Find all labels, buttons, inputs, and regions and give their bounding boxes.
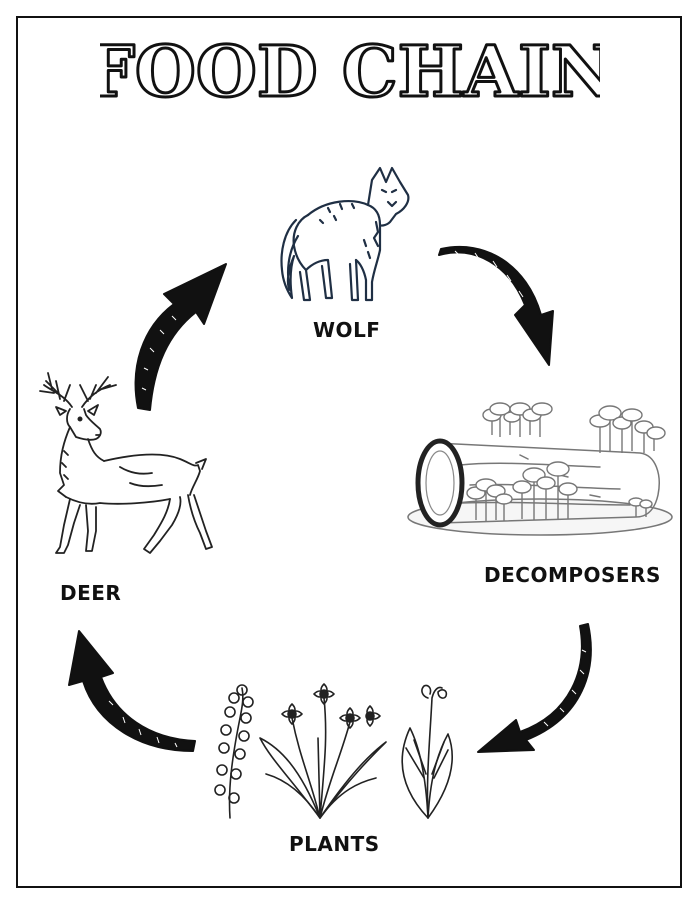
label-wolf: WOLF xyxy=(313,318,381,342)
arrow-deer-to-wolf xyxy=(134,263,227,411)
mushroom-log-icon xyxy=(407,402,673,536)
label-deer: DEER xyxy=(60,581,122,605)
arrow-decomposers-to-plants xyxy=(477,623,592,753)
arrow-plants-to-deer xyxy=(68,630,196,752)
title-text: FOOD CHAIN xyxy=(100,30,600,108)
arrow-wolf-to-decomposers xyxy=(438,245,554,366)
wolf-icon xyxy=(280,166,410,302)
deer-icon xyxy=(39,372,213,554)
page-title: FOOD CHAIN xyxy=(100,29,600,109)
label-plants: PLANTS xyxy=(289,832,380,856)
wildflowers-icon xyxy=(214,683,454,819)
label-decomposers: DECOMPOSERS xyxy=(484,563,661,587)
page-border xyxy=(16,16,682,888)
